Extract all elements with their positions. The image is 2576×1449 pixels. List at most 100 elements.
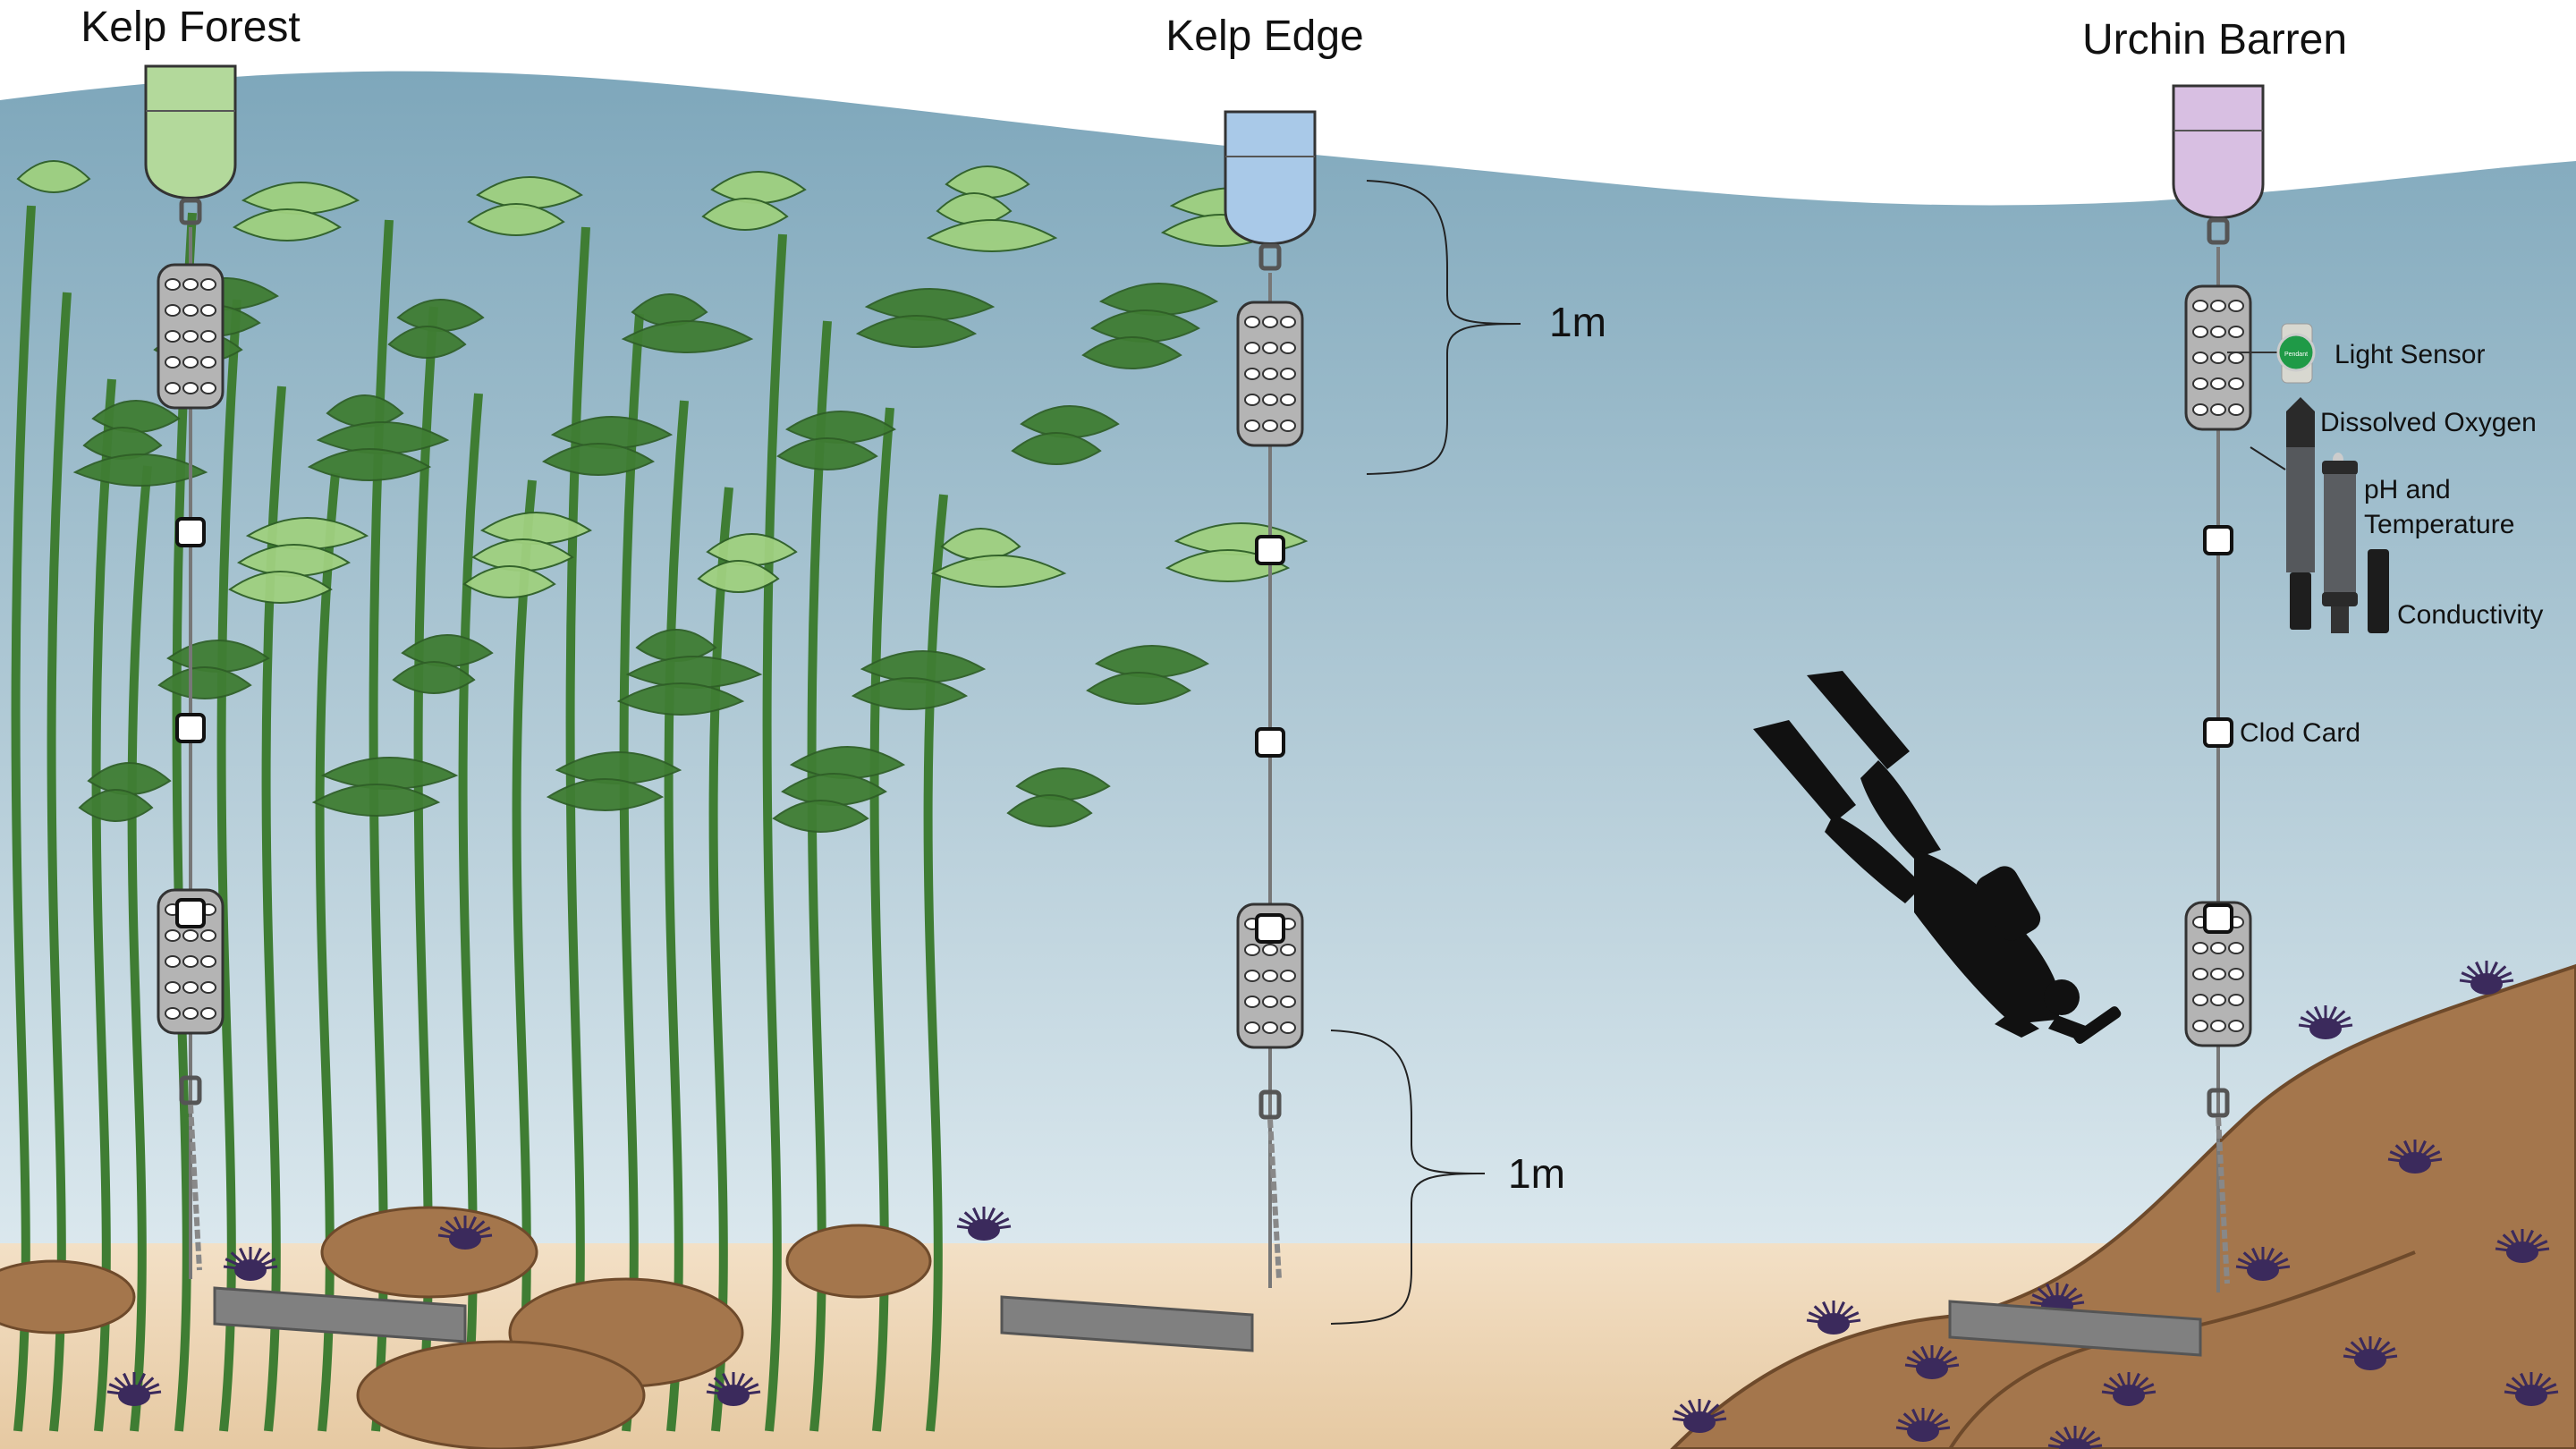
urchin-icon	[2029, 1283, 2085, 1317]
mooring-urchin-barren	[1948, 84, 2265, 1357]
rock	[785, 1224, 932, 1299]
urchin-icon	[223, 1247, 278, 1281]
label-ph: pH and	[2364, 475, 2451, 504]
kelp-blade	[233, 208, 342, 242]
kelp-blade	[311, 784, 441, 817]
kelp-blade	[1006, 794, 1093, 827]
kelp-blade	[936, 192, 1013, 225]
ph-temperature-sensor-icon	[2322, 453, 2358, 633]
temperature-logger-icon	[157, 263, 225, 410]
shackle-icon	[179, 1075, 202, 1106]
conductivity-sensor-icon	[2368, 549, 2389, 633]
kelp-blade	[72, 453, 208, 487]
title-urchin-barren: Urchin Barren	[2082, 16, 2347, 64]
kelp-blade	[1081, 336, 1182, 369]
kelp-blade	[78, 789, 154, 822]
urchin-icon	[106, 1372, 162, 1406]
label-temperature: Temperature	[2364, 510, 2514, 539]
kelp-blade	[930, 555, 1067, 588]
kelp-blade	[855, 315, 978, 348]
mooring-kelp-forest	[144, 64, 467, 1343]
kelp-blade	[701, 198, 789, 231]
subsurface-float	[144, 64, 237, 199]
upper-scale-label: 1m	[1549, 299, 1606, 345]
rock	[320, 1206, 538, 1299]
kelp-blade	[1011, 432, 1102, 465]
clod-card-icon	[2203, 903, 2233, 934]
shackle-icon	[2207, 1088, 2230, 1118]
kelp-blade	[1086, 672, 1191, 705]
rock	[356, 1340, 646, 1449]
kelp-blade	[616, 682, 745, 716]
kelp-blade	[228, 571, 333, 604]
urchins	[106, 961, 2559, 1449]
clod-card-icon	[175, 898, 206, 928]
water	[0, 71, 2576, 1252]
urchin-icon	[2101, 1372, 2157, 1406]
subsurface-float	[2172, 84, 2265, 219]
kelp-blade	[621, 320, 754, 353]
label-clod-card: Clod Card	[2240, 718, 2360, 748]
kelp-blade	[392, 661, 476, 694]
urchin-icon	[706, 1372, 761, 1406]
kelp-stipe	[762, 233, 787, 1432]
light-sensor-icon: Pendant	[2227, 323, 2316, 384]
label-conductivity: Conductivity	[2397, 600, 2543, 630]
light-sensor-logo: Pendant	[2284, 352, 2308, 358]
kelp-blade	[546, 778, 665, 811]
urchin-icon	[2495, 1229, 2550, 1263]
urchin-icon	[2343, 1336, 2398, 1370]
kelp-blade	[467, 203, 565, 236]
urchin-icon	[2459, 961, 2514, 995]
kelp-blade	[772, 800, 869, 833]
urchin-icon	[2047, 1426, 2103, 1449]
label-dissolved-oxygen: Dissolved Oxygen	[2320, 408, 2537, 437]
subsurface-float	[1224, 110, 1317, 245]
shackle-icon	[1258, 243, 1282, 271]
urchin-icon	[2235, 1247, 2291, 1281]
kelp-blade	[462, 565, 556, 598]
urchin-icon	[956, 1207, 1012, 1241]
scuba-diver-silhouette	[1753, 671, 2122, 1045]
kelp-stipe	[807, 320, 832, 1432]
railroad-anchor	[1000, 1295, 1254, 1352]
anchor-chain	[2216, 1116, 2230, 1284]
kelp-blade	[307, 448, 432, 481]
shackle-icon	[2207, 217, 2230, 245]
title-kelp-forest: Kelp Forest	[80, 4, 300, 51]
clod-card-icon	[1255, 535, 1285, 565]
anchor-chain	[188, 1104, 202, 1271]
kelp-stipe	[458, 393, 483, 1432]
lower-scale-bracket	[1330, 1030, 1486, 1325]
temperature-logger-icon	[157, 888, 225, 1035]
temperature-logger-icon	[2184, 284, 2252, 431]
temperature-logger-icon	[1236, 301, 1304, 447]
kelp-blade	[16, 160, 91, 193]
kelp-blade	[82, 427, 163, 460]
clod-card-icon	[2203, 717, 2233, 748]
dissolved-oxygen-sensor-icon	[2250, 397, 2315, 630]
shackle-icon	[1258, 1089, 1282, 1120]
urchin-icon	[1672, 1399, 1727, 1433]
railroad-anchor	[213, 1286, 467, 1343]
upper-scale-bracket	[1366, 180, 1521, 475]
kelp-blade	[387, 326, 467, 359]
clod-card-icon	[175, 517, 206, 547]
urchin-icon	[2504, 1372, 2559, 1406]
kelp-blade	[697, 560, 780, 593]
clod-card-icon	[2203, 525, 2233, 555]
urchin-icon	[2298, 1005, 2353, 1039]
clod-card-icon	[1255, 913, 1285, 944]
urchin-icon	[2387, 1140, 2443, 1174]
anchor-chain	[1267, 1118, 1282, 1280]
kelp-stipe	[127, 465, 152, 1432]
kelp-blade	[157, 666, 252, 699]
temperature-logger-icon	[2184, 901, 2252, 1047]
urchin-icon	[437, 1216, 493, 1250]
shackle-icon	[179, 198, 202, 225]
kelp-blade	[631, 293, 708, 326]
kelp-blade	[940, 528, 1021, 561]
railroad-anchor	[1948, 1300, 2202, 1357]
kelp-blade	[851, 677, 969, 710]
